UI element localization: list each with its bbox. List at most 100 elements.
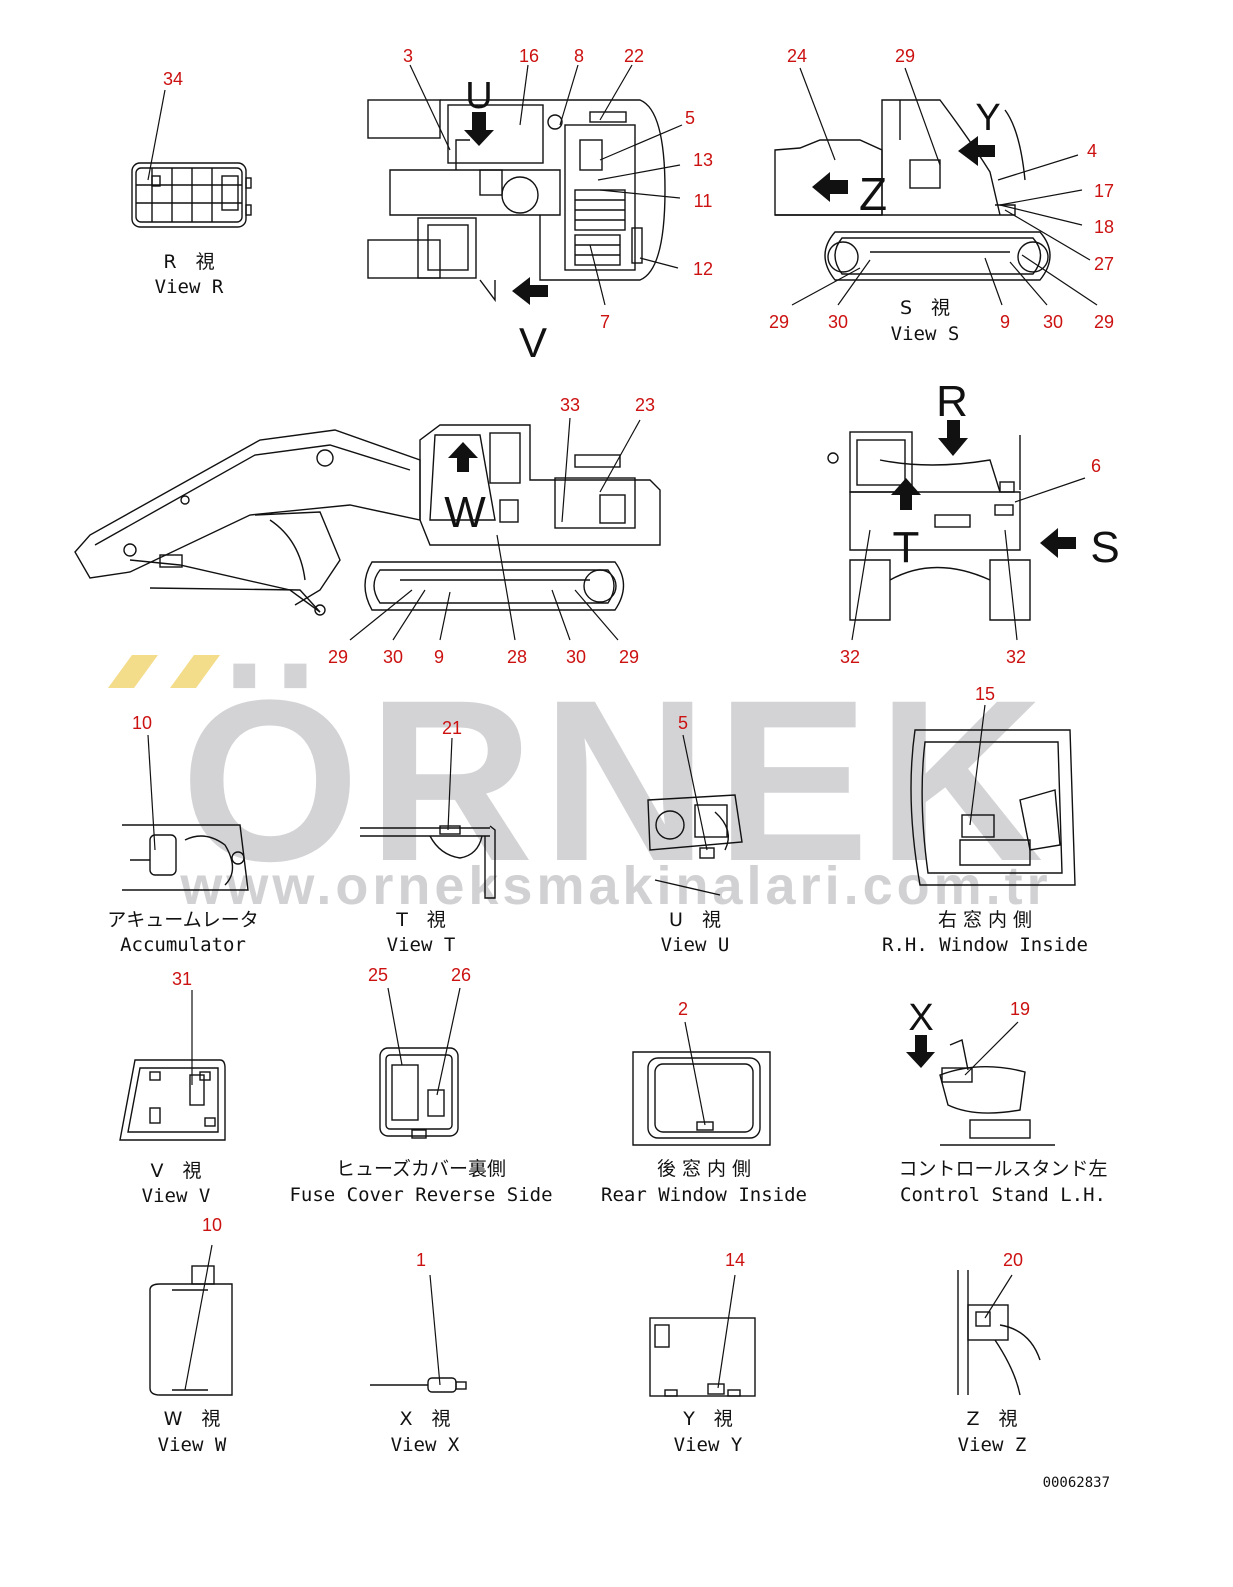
callout: 17 [1094, 181, 1114, 201]
callout: 30 [828, 312, 848, 332]
callout: 23 [635, 395, 655, 415]
caption-en: View R [155, 276, 224, 298]
dir-letter-s: S [1090, 523, 1119, 572]
caption-en: R.H. Window Inside [882, 934, 1088, 956]
callout: 25 [368, 965, 388, 985]
caption-en: View T [387, 934, 456, 956]
callout: 2 [678, 999, 688, 1019]
callout: 13 [693, 150, 713, 170]
view-z-drawing [957, 1270, 1041, 1396]
caption-jp: Y 視 [682, 1408, 733, 1430]
control-stand-drawing [939, 1039, 1055, 1146]
view-v-drawing [119, 1059, 226, 1141]
caption-en: View V [142, 1185, 211, 1207]
caption-jp: V 視 [151, 1160, 202, 1182]
callout: 33 [560, 395, 580, 415]
document-id: 00062837 [1043, 1475, 1110, 1491]
view-captions: R 視 View R S 視 View S アキュームレータ Accumulat… [107, 251, 1107, 1456]
caption-en: View Y [674, 1434, 743, 1456]
callout: 32 [1006, 647, 1026, 667]
callout: 5 [685, 108, 695, 128]
callout: 9 [434, 647, 444, 667]
callout: 32 [840, 647, 860, 667]
arrow-v [512, 277, 548, 305]
fuse-cover-drawing [379, 1047, 459, 1139]
callout: 29 [328, 647, 348, 667]
caption-jp: R 視 [163, 251, 214, 273]
watermark-url: www.orneksmakinalari.com.tr [179, 856, 1051, 916]
dir-letter-u: U [465, 75, 492, 117]
rear-window-drawing [632, 1051, 771, 1146]
callout: 20 [1003, 1250, 1023, 1270]
top-view-drawing [367, 99, 666, 303]
dir-letter-y: Y [975, 97, 1000, 139]
callout: 7 [600, 312, 610, 332]
caption-en: Rear Window Inside [601, 1184, 807, 1206]
dir-letter-z: Z [859, 168, 887, 220]
watermark: ÖRNEK www.orneksmakinalari.com.tr [108, 652, 1052, 916]
callout: 16 [519, 46, 539, 66]
callout: 6 [1091, 456, 1101, 476]
arrow-r [938, 420, 968, 456]
caption-en: Accumulator [120, 934, 246, 956]
arrow-w [448, 442, 478, 472]
caption-jp: T 視 [395, 909, 446, 931]
callout: 26 [451, 965, 471, 985]
arrow-y [958, 136, 995, 166]
callout: 15 [975, 684, 995, 704]
callout: 8 [574, 46, 584, 66]
arrow-t [891, 478, 921, 510]
callout: 29 [895, 46, 915, 66]
callout: 28 [507, 647, 527, 667]
callout: 19 [1010, 999, 1030, 1019]
direction-letters: U V Y Z W R S T X [444, 75, 1119, 1039]
side-view-s-drawing [774, 99, 1051, 281]
callouts: 34 3 16 8 22 5 13 11 12 7 24 29 4 17 18 … [132, 46, 1114, 1270]
caption-en: View S [891, 323, 960, 345]
dir-letter-r: R [936, 377, 968, 426]
line-art [74, 99, 1076, 1397]
main-side-view-drawing [74, 424, 661, 616]
caption-jp: S 視 [900, 297, 950, 319]
caption-jp: 後 窓 内 側 [657, 1158, 751, 1180]
callout: 10 [132, 713, 152, 733]
caption-jp: Z 視 [966, 1408, 1017, 1430]
view-w-drawing [149, 1265, 233, 1396]
callout: 31 [172, 969, 192, 989]
callout: 14 [725, 1250, 745, 1270]
caption-en: View W [158, 1434, 227, 1456]
dir-letter-t: T [893, 523, 920, 572]
callout: 30 [1043, 312, 1063, 332]
callout: 11 [694, 191, 713, 211]
callout: 12 [693, 259, 713, 279]
dir-letter-x: X [908, 997, 933, 1039]
caption-jp: アキュームレータ [107, 909, 258, 931]
caption-en: View X [391, 1434, 460, 1456]
callout: 27 [1094, 254, 1114, 274]
watermark-brand: ÖRNEK [181, 652, 1052, 909]
callout: 29 [769, 312, 789, 332]
callout: 10 [202, 1215, 222, 1235]
dir-letter-v: V [519, 319, 547, 366]
callout: 21 [442, 718, 462, 738]
callout: 1 [416, 1250, 426, 1270]
callout: 9 [1000, 312, 1010, 332]
direction-arrows [448, 112, 1076, 1068]
callout: 30 [383, 647, 403, 667]
callout: 29 [619, 647, 639, 667]
accumulator-drawing [122, 824, 249, 891]
callout: 29 [1094, 312, 1114, 332]
callout: 3 [403, 46, 413, 66]
arrow-z [812, 172, 848, 202]
arrow-x [906, 1035, 935, 1068]
caption-jp: ヒューズカバー裏側 [336, 1158, 506, 1180]
arrow-s [1040, 528, 1076, 558]
view-x-drawing [370, 1377, 467, 1393]
leader-lines [147, 64, 1098, 1391]
callout: 30 [566, 647, 586, 667]
caption-en: View U [661, 934, 730, 956]
rear-view-drawing [827, 431, 1031, 621]
rh-window-drawing [910, 729, 1076, 886]
view-u-drawing [647, 794, 743, 896]
